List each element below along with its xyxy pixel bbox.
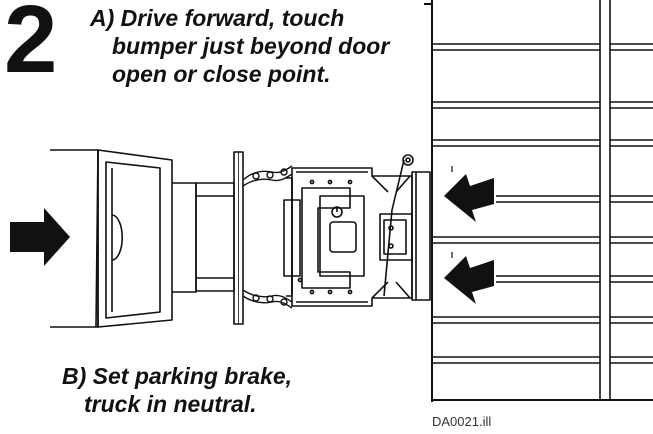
restraint-left-block bbox=[283, 199, 301, 277]
instruction-a-line-3: open or close point. bbox=[112, 61, 331, 87]
instruction-a: A) Drive forward, touch bumper just beyo… bbox=[90, 4, 410, 88]
left-arrow-icon bbox=[444, 256, 494, 304]
restraint-hub-window bbox=[329, 221, 357, 253]
dock-bumper bbox=[411, 171, 431, 301]
restraint-cable bbox=[383, 159, 405, 297]
door-panels bbox=[432, 43, 653, 364]
instruction-a-line-2: bumper just beyond door bbox=[112, 33, 390, 59]
restraint-bolts bbox=[297, 179, 353, 295]
truck bbox=[50, 149, 244, 328]
dock-door bbox=[424, 0, 653, 402]
instruction-b-line-2: truck in neutral. bbox=[84, 391, 257, 417]
left-arrow-icon bbox=[444, 174, 494, 222]
vehicle-restraint bbox=[283, 154, 431, 307]
truck-rear-wall bbox=[97, 149, 173, 328]
restraint-side-left bbox=[286, 177, 293, 297]
truck-hitch bbox=[111, 214, 124, 261]
chains bbox=[242, 165, 293, 309]
file-label: DA0021.ill bbox=[432, 414, 492, 429]
restraint-hub-plate bbox=[319, 195, 365, 277]
instruction-b: B) Set parking brake, truck in neutral. bbox=[62, 362, 382, 418]
step-number: 2 bbox=[4, 0, 57, 93]
right-arrow-icon bbox=[10, 208, 70, 266]
truck-bumper bbox=[172, 182, 197, 293]
restraint-inner-frame bbox=[301, 187, 351, 289]
truck-rear-panel bbox=[105, 161, 161, 319]
truck-bumper-block bbox=[195, 182, 235, 292]
instruction-b-line-1: B) Set parking brake, bbox=[62, 363, 293, 389]
instruction-a-line-1: A) Drive forward, touch bbox=[90, 5, 345, 31]
restraint-sensor bbox=[402, 154, 414, 166]
